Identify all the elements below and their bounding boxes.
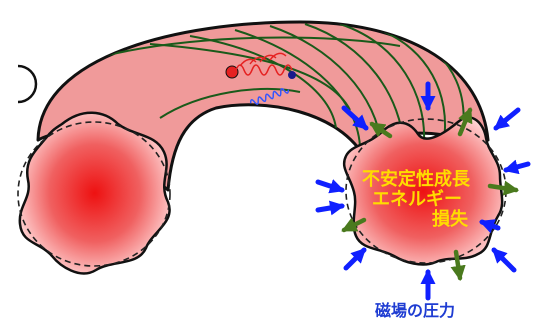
instability-growth-label: 不安定性成長 (362, 170, 470, 190)
magnetic-pressure-arrow-icon (318, 182, 342, 190)
energy-label: エネルギー (372, 190, 462, 210)
edge-circle (18, 66, 36, 102)
loss-label: 損失 (432, 210, 468, 230)
magnetic-pressure-arrow-icon (496, 110, 518, 128)
magnetic-pressure-arrow-icon (506, 164, 528, 170)
magnetic-pressure-arrow-icon (494, 250, 514, 270)
magnetic-pressure-arrow-icon (346, 250, 364, 268)
electron-particle (288, 71, 296, 79)
magnetic-pressure-arrow-icon (318, 206, 342, 210)
magnetic-pressure-label: 磁場の圧力 (375, 302, 455, 320)
